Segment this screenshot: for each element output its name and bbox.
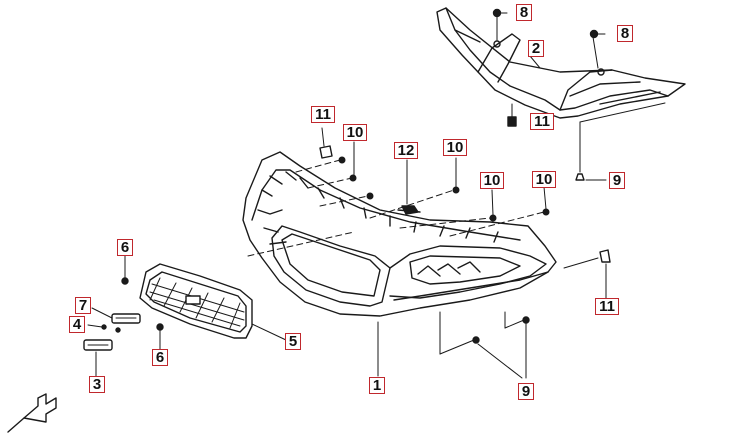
callout-2[interactable]: 2 — [528, 40, 544, 57]
screw-6-a[interactable] — [121, 277, 129, 285]
screw-8-a[interactable] — [492, 8, 508, 18]
callout-8[interactable]: 8 — [516, 4, 532, 21]
callout-3[interactable]: 3 — [89, 376, 105, 393]
bumper-lower-leaders — [377, 311, 527, 379]
clip-11-top[interactable] — [319, 127, 333, 159]
emblem-7[interactable] — [91, 307, 141, 324]
callout-8[interactable]: 8 — [617, 25, 633, 42]
callout-1[interactable]: 1 — [369, 377, 385, 394]
callout-11[interactable]: 11 — [311, 106, 335, 123]
screw-6-b[interactable] — [156, 323, 164, 331]
front-bumper-part[interactable] — [242, 151, 557, 317]
callout-6[interactable]: 6 — [152, 349, 168, 366]
grille-part[interactable] — [139, 263, 253, 339]
callout-4[interactable]: 4 — [69, 316, 85, 333]
upper-panel-leaders — [496, 14, 666, 173]
fastener-4[interactable] — [87, 324, 121, 333]
screw-9-b[interactable] — [522, 316, 530, 324]
callout-9[interactable]: 9 — [609, 172, 625, 189]
screw-leaders-10 — [247, 159, 545, 257]
rivet-9-upper[interactable] — [575, 173, 607, 181]
callout-12[interactable]: 12 — [394, 142, 418, 159]
callout-11[interactable]: 11 — [530, 113, 554, 130]
screws-10[interactable] — [338, 156, 550, 222]
callout-10[interactable]: 10 — [480, 172, 504, 189]
callout-10[interactable]: 10 — [443, 139, 467, 156]
screw-9-a[interactable] — [472, 336, 480, 344]
callout-11[interactable]: 11 — [595, 298, 619, 315]
callout-7[interactable]: 7 — [75, 297, 91, 314]
callout-6[interactable]: 6 — [117, 239, 133, 256]
callout-9[interactable]: 9 — [518, 383, 534, 400]
clip-11-upper[interactable] — [507, 116, 517, 127]
screw-8-b[interactable] — [589, 29, 606, 39]
callout-5[interactable]: 5 — [285, 333, 301, 350]
clip-11-right[interactable] — [563, 249, 611, 299]
front-direction-arrow-icon — [7, 393, 57, 433]
clip-12[interactable] — [397, 159, 421, 215]
upper-panel-part[interactable] — [436, 7, 686, 119]
callout-10[interactable]: 10 — [532, 171, 556, 188]
callout-10[interactable]: 10 — [343, 124, 367, 141]
screw-10-label-leaders — [353, 141, 547, 216]
emblem-3[interactable] — [83, 339, 113, 377]
grille-leaders — [124, 255, 287, 351]
